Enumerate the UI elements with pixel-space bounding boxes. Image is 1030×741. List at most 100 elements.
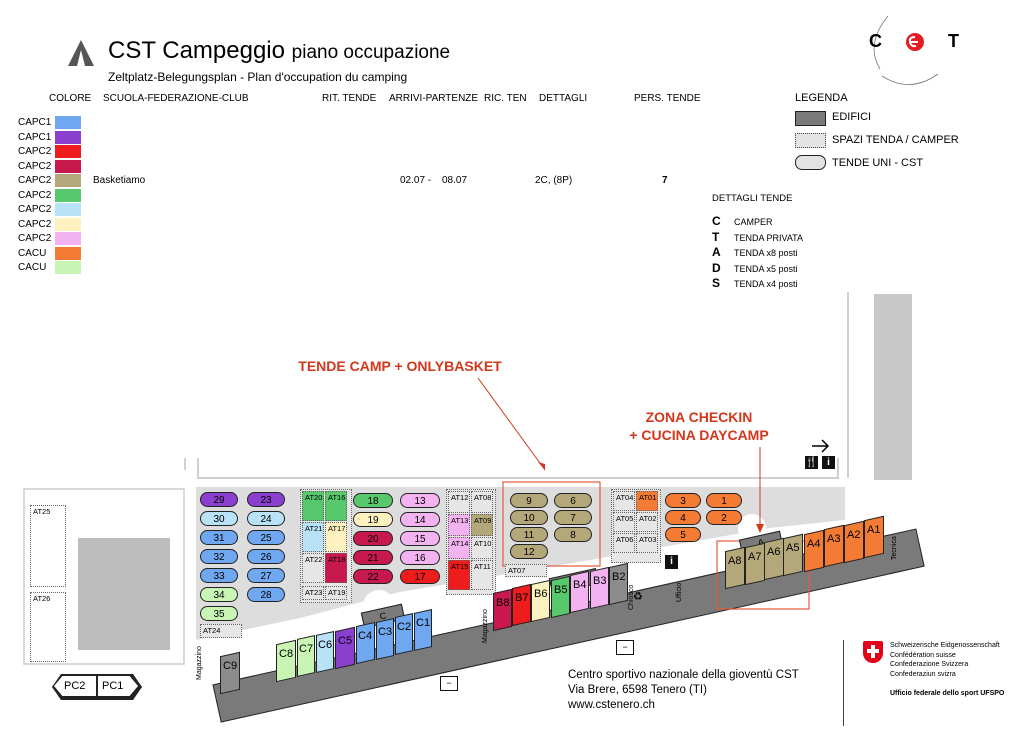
at-box[interactable]: AT20: [302, 491, 324, 521]
tent-marker[interactable]: 1: [706, 493, 742, 508]
at-box[interactable]: AT14: [448, 537, 470, 559]
building-room[interactable]: A5: [783, 533, 803, 577]
at-box[interactable]: AT02: [636, 512, 658, 532]
at-box[interactable]: AT19: [325, 586, 347, 600]
tent-marker[interactable]: 7: [554, 510, 592, 525]
at-box[interactable]: AT04: [613, 491, 635, 511]
tent-marker[interactable]: 23: [247, 492, 285, 507]
tent-marker[interactable]: 19: [353, 512, 393, 527]
dettagli-label: TENDA PRIVATA: [734, 232, 804, 243]
tent-marker[interactable]: 24: [247, 511, 285, 526]
building-room[interactable]: C1: [414, 609, 432, 652]
at-box[interactable]: AT09: [471, 514, 493, 536]
tent-marker[interactable]: 29: [200, 492, 238, 507]
tent-marker[interactable]: 11: [510, 527, 548, 542]
tent-marker[interactable]: 32: [200, 549, 238, 564]
tent-marker[interactable]: 2: [706, 510, 742, 525]
tent-marker[interactable]: 30: [200, 511, 238, 526]
tent-marker[interactable]: 27: [247, 568, 285, 583]
tent-marker[interactable]: 15: [400, 531, 440, 546]
group-color-swatch: [55, 116, 81, 129]
building-room[interactable]: B4: [570, 571, 589, 614]
at-box[interactable]: AT11: [471, 560, 493, 590]
building-room[interactable]: A4: [804, 529, 824, 572]
at-box[interactable]: AT26: [30, 592, 66, 662]
tent-marker[interactable]: 16: [400, 550, 440, 565]
tent-marker[interactable]: 4: [665, 510, 701, 525]
building-room[interactable]: C9: [220, 651, 240, 695]
tent-marker[interactable]: 6: [554, 493, 592, 508]
tent-marker[interactable]: 28: [247, 587, 285, 602]
tent-marker[interactable]: 18: [353, 493, 393, 508]
tent-marker[interactable]: 25: [247, 530, 285, 545]
at-box[interactable]: AT01: [636, 491, 658, 511]
dettagli-key: A: [712, 245, 721, 259]
at-box[interactable]: AT03: [636, 533, 658, 553]
tent-marker[interactable]: 10: [510, 510, 548, 525]
room-label: B4: [572, 579, 587, 592]
tent-marker[interactable]: 33: [200, 568, 238, 583]
at-box[interactable]: AT15: [448, 560, 470, 590]
legenda-title: LEGENDA: [795, 92, 848, 104]
tent-marker[interactable]: 17: [400, 569, 440, 584]
building-room[interactable]: C4: [356, 621, 375, 665]
at-box[interactable]: AT18: [325, 553, 347, 583]
tent-marker[interactable]: 14: [400, 512, 440, 527]
at-box[interactable]: AT05: [613, 512, 635, 532]
building-room[interactable]: A2: [844, 520, 864, 563]
room-label: B6: [533, 588, 548, 601]
at-box[interactable]: AT16: [325, 491, 347, 521]
tent-marker[interactable]: 35: [200, 606, 238, 621]
tent-marker[interactable]: 9: [510, 493, 548, 508]
at-box[interactable]: AT23: [302, 586, 324, 600]
dettagli-key: S: [712, 276, 721, 290]
building-room[interactable]: B6: [531, 580, 550, 623]
building-room[interactable]: B7: [512, 584, 531, 627]
tent-marker[interactable]: 13: [400, 493, 440, 508]
building-room[interactable]: C6: [316, 630, 334, 673]
at-box[interactable]: AT10: [471, 537, 493, 559]
building-room[interactable]: C7: [297, 635, 315, 678]
tent-marker[interactable]: 8: [554, 527, 592, 542]
room-label: C1: [415, 617, 431, 630]
room-label: C8: [278, 647, 294, 660]
building-pc2[interactable]: PC2: [64, 680, 86, 692]
at-box[interactable]: AT25: [30, 505, 66, 587]
group-row: CAPC2: [18, 145, 88, 158]
at-box[interactable]: AT12: [448, 491, 470, 513]
building-room[interactable]: B8: [493, 588, 512, 631]
at-box[interactable]: AT08: [471, 491, 493, 513]
building-room[interactable]: C8: [276, 639, 296, 682]
building-room[interactable]: C3: [376, 617, 394, 660]
at-box[interactable]: AT13: [448, 514, 470, 536]
at-box[interactable]: AT06: [613, 533, 635, 553]
tent-marker[interactable]: 22: [353, 569, 393, 584]
at-box[interactable]: AT24: [200, 624, 242, 638]
building-room[interactable]: B2: [609, 562, 628, 605]
tent-marker[interactable]: 5: [665, 527, 701, 542]
building-room[interactable]: B3: [590, 566, 609, 610]
building-room[interactable]: B5: [551, 575, 570, 618]
at-box[interactable]: AT07: [505, 564, 547, 577]
tent-marker[interactable]: 3: [665, 493, 701, 508]
tent-marker[interactable]: 20: [353, 531, 393, 546]
building-room[interactable]: A6: [764, 538, 784, 581]
at-box[interactable]: AT17: [325, 522, 347, 552]
tent-logo-icon: [68, 40, 94, 66]
building-room[interactable]: A8: [725, 546, 745, 590]
building-room[interactable]: C2: [395, 613, 413, 656]
at-box[interactable]: AT21: [302, 522, 324, 552]
building-room[interactable]: A3: [824, 524, 844, 568]
tent-marker[interactable]: 21: [353, 550, 393, 565]
cst-logo: C T: [860, 14, 970, 89]
tent-marker[interactable]: 34: [200, 587, 238, 602]
building-pc1[interactable]: PC1: [102, 680, 124, 692]
at-box[interactable]: AT22: [302, 553, 324, 583]
tent-marker[interactable]: 12: [510, 544, 548, 559]
building-room[interactable]: A1: [864, 515, 884, 559]
tent-marker[interactable]: 31: [200, 530, 238, 545]
address-website[interactable]: www.cstenero.ch: [568, 699, 655, 711]
building-room[interactable]: A7: [745, 542, 765, 585]
building-room[interactable]: C5: [335, 626, 355, 669]
tent-marker[interactable]: 26: [247, 549, 285, 564]
